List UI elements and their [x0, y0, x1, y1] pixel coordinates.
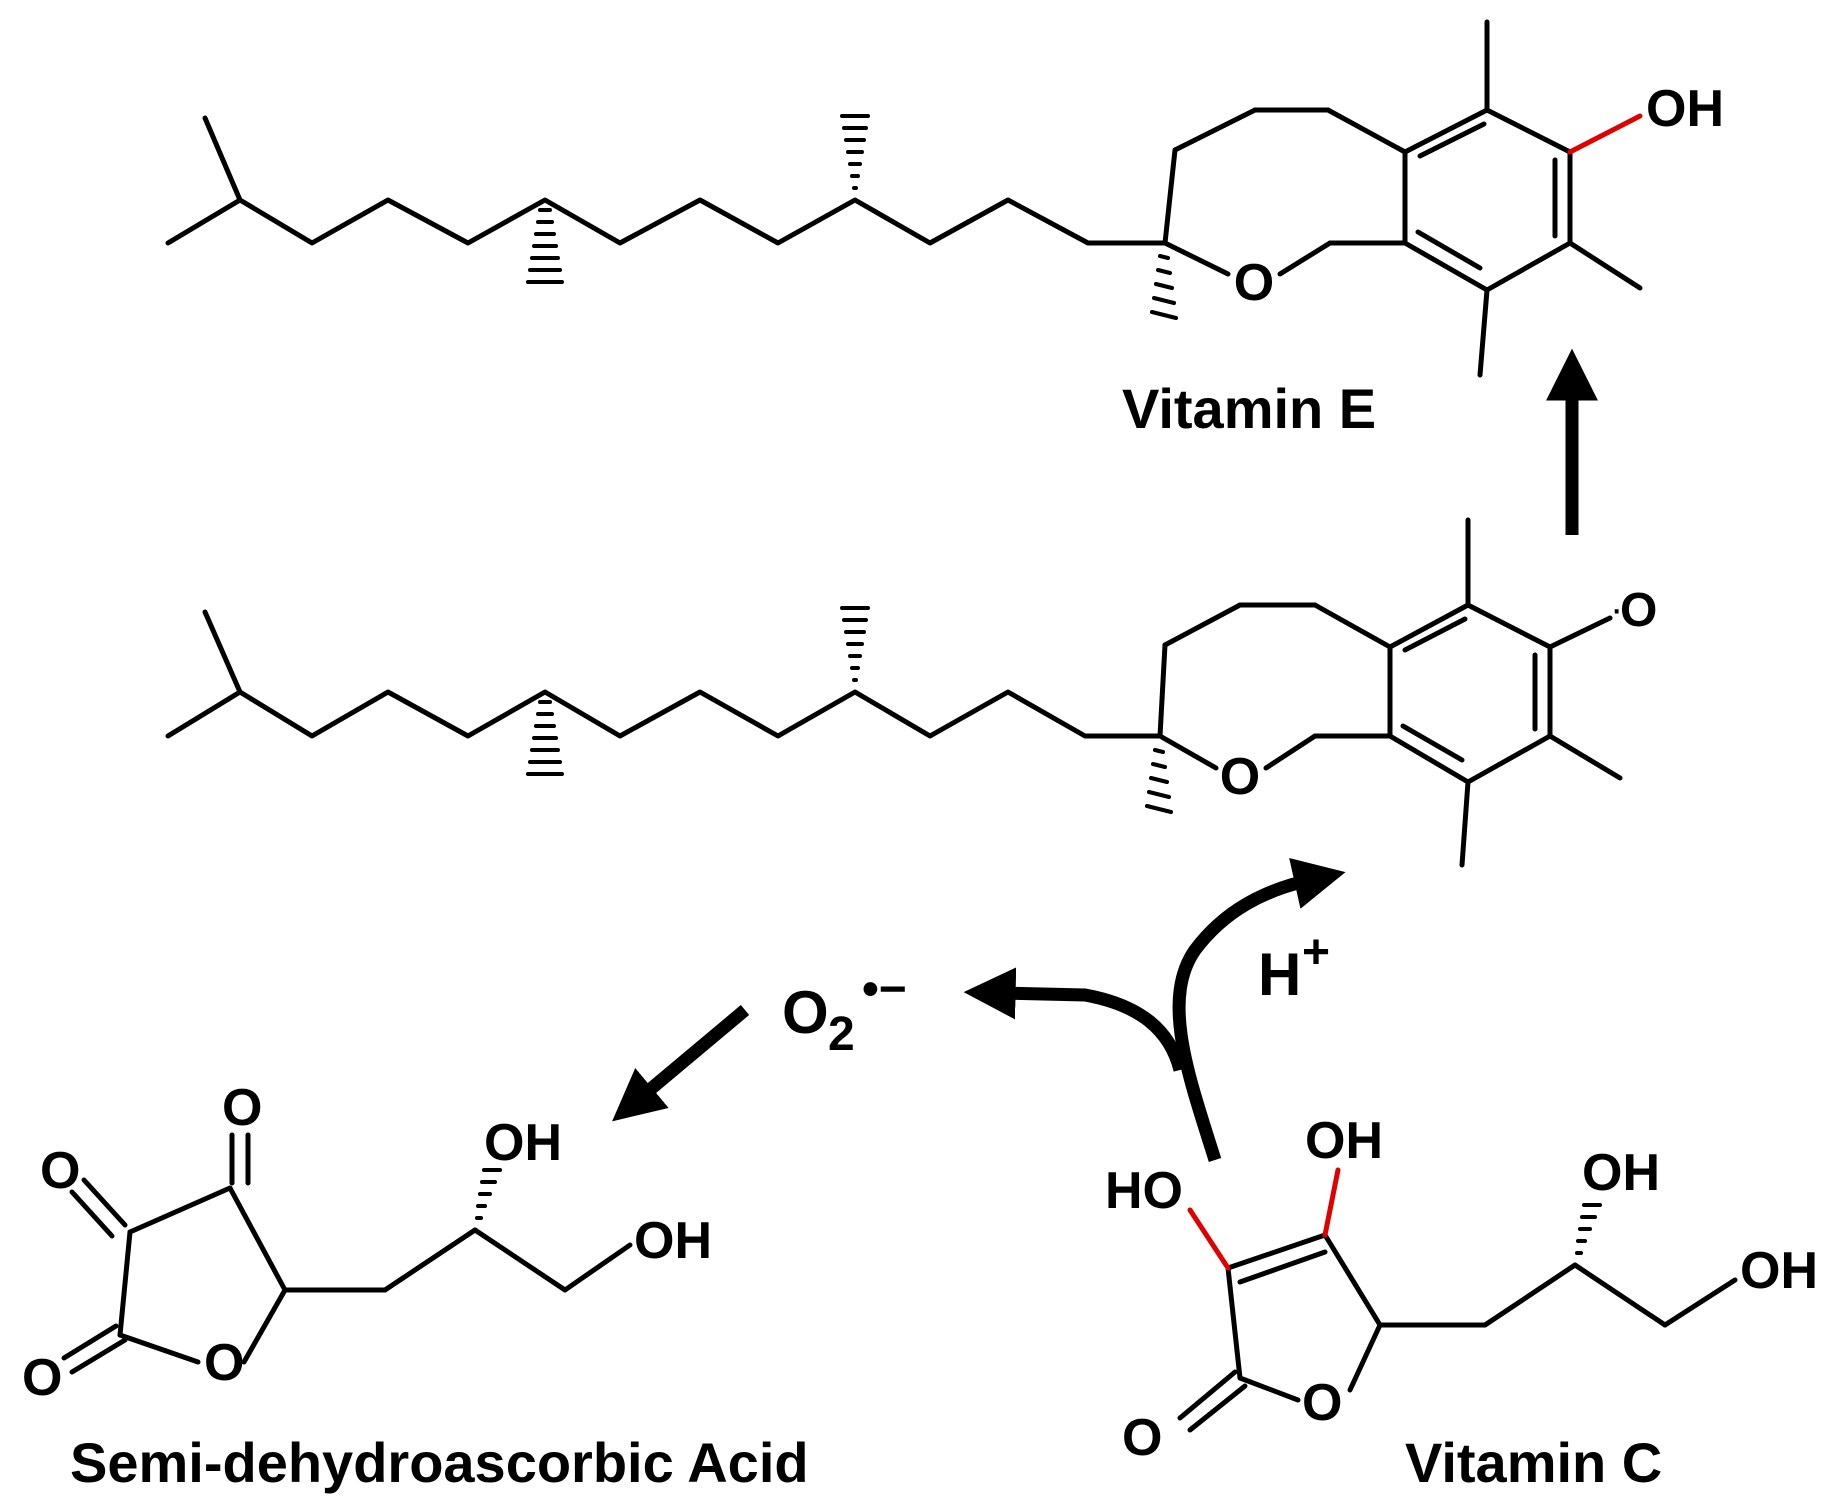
reaction-arrows: [612, 348, 1598, 1162]
vitamin-e-structure: O OH Vitamin E: [165, 19, 1724, 440]
vitamin-c-bonds: [1177, 1167, 1738, 1433]
vitamin-c-ring-oxygen: O: [1302, 1374, 1342, 1432]
radical-chromanol-ring: [1157, 517, 1623, 868]
proton-transfer-arrow: [1172, 858, 1346, 1162]
electron-transfer-arrow: [963, 967, 1187, 1072]
sdha-left-carbonyl-oxygen: O: [40, 1142, 80, 1200]
radical-oxygen-dot: ·: [1610, 587, 1623, 631]
proton-species: H +: [1258, 926, 1330, 1008]
vitamin-c-primary-hydroxyl: OH: [1740, 1242, 1818, 1300]
semi-dehydroascorbic-acid-structure: O O O O OH OH Semi-dehydroascorbic Acid: [22, 1079, 809, 1494]
vitamin-c-enol-hydroxyl-left: HO: [1105, 1162, 1183, 1220]
vitamin-e-label: Vitamin E: [1122, 377, 1376, 440]
vitamin-e-chromanol-ring: [1162, 19, 1643, 378]
superoxide-charge: •−: [862, 963, 907, 1016]
vitamin-e-hydroxyl: OH: [1646, 80, 1724, 138]
sdha-lactone-carbonyl-oxygen: O: [22, 1349, 62, 1407]
radical-hash-wedge: [526, 606, 1173, 814]
vitamin-c-structure: HO OH O O OH OH Vitamin C: [1105, 1112, 1818, 1494]
vitamin-c-secondary-hydroxyl: OH: [1582, 1144, 1660, 1202]
vitamin-e-ring-oxygen: O: [1234, 254, 1274, 312]
radical-phytyl-chain: [165, 609, 1163, 739]
vitamin-c-label: Vitamin C: [1405, 1431, 1662, 1494]
proton-symbol: H: [1258, 941, 1301, 1008]
vitamin-c-carbonyl-oxygen: O: [1122, 1409, 1162, 1467]
sdha-ring-oxygen: O: [204, 1334, 244, 1392]
vitamin-e-hash-wedge: [526, 114, 1178, 320]
proton-charge: +: [1302, 926, 1330, 979]
sdha-bonds: [61, 1132, 633, 1375]
vitamin-e-phytyl-chain: [165, 115, 1168, 246]
sdha-top-carbonyl-oxygen: O: [222, 1079, 262, 1137]
sdha-primary-hydroxyl: OH: [634, 1212, 712, 1270]
radical-oxygen: O: [1620, 584, 1657, 637]
tocopheroxyl-radical-structure: O · O: [165, 517, 1657, 868]
superoxide-symbol: O: [782, 979, 829, 1046]
semi-dehydroascorbic-acid-label: Semi-dehydroascorbic Acid: [70, 1431, 809, 1494]
superoxide-species: O 2 •−: [782, 963, 907, 1061]
radical-ring-oxygen: O: [1220, 748, 1260, 806]
sdha-secondary-hydroxyl: OH: [484, 1114, 562, 1172]
vitamin-c-enol-hydroxyl-right: OH: [1305, 1112, 1383, 1170]
superoxide-subscript: 2: [828, 1008, 855, 1061]
superoxide-arrow: [612, 1005, 750, 1122]
